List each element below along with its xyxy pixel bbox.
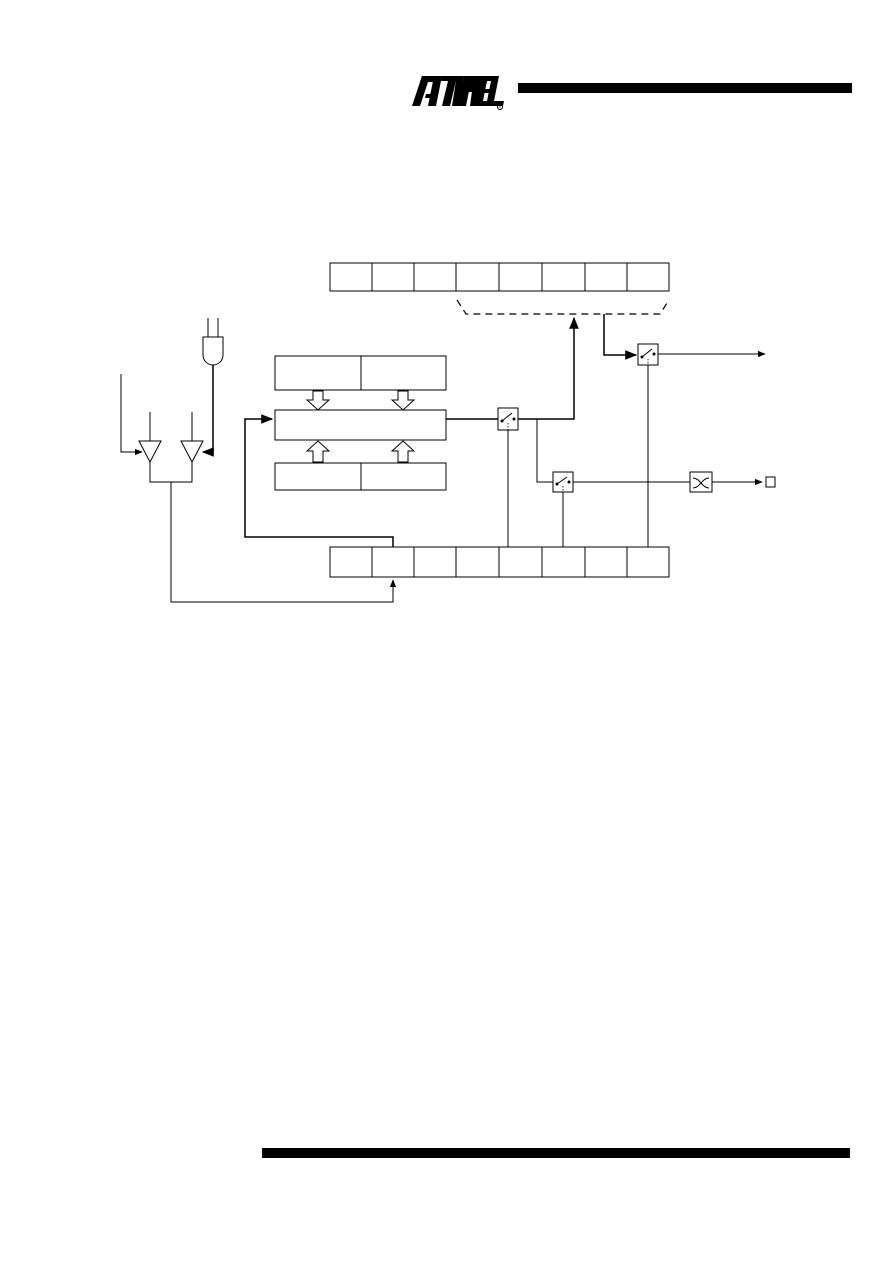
switch-1 — [497, 407, 519, 431]
atmel-logo: ® — [412, 76, 504, 110]
buffers — [138, 412, 204, 464]
output-driver — [689, 471, 713, 493]
mux-outline — [149, 462, 193, 483]
switch-2 — [552, 471, 574, 493]
output-pin — [765, 476, 776, 488]
bottom-register — [329, 546, 670, 578]
header-rule — [518, 83, 852, 93]
dashed-bus — [456, 299, 670, 315]
switch1-to-bus-wire — [518, 316, 579, 420]
hollow-arrows-up — [305, 440, 416, 463]
switch-3 — [637, 343, 659, 366]
counter-block — [274, 409, 447, 441]
and-gate — [202, 318, 224, 366]
lower-block — [274, 462, 447, 491]
registered-mark: ® — [499, 105, 502, 109]
gate-output-wire — [201, 365, 214, 457]
footer-rule — [262, 1148, 850, 1158]
feedback-wire — [244, 414, 394, 547]
upper-block — [274, 355, 447, 391]
bus-to-switch3-wire — [603, 314, 638, 360]
mux-to-register-wire — [170, 482, 397, 603]
branch-to-switch2 — [536, 419, 555, 483]
top-register — [329, 262, 670, 292]
hollow-arrows-down — [305, 390, 416, 411]
left-input-wire — [120, 374, 143, 456]
